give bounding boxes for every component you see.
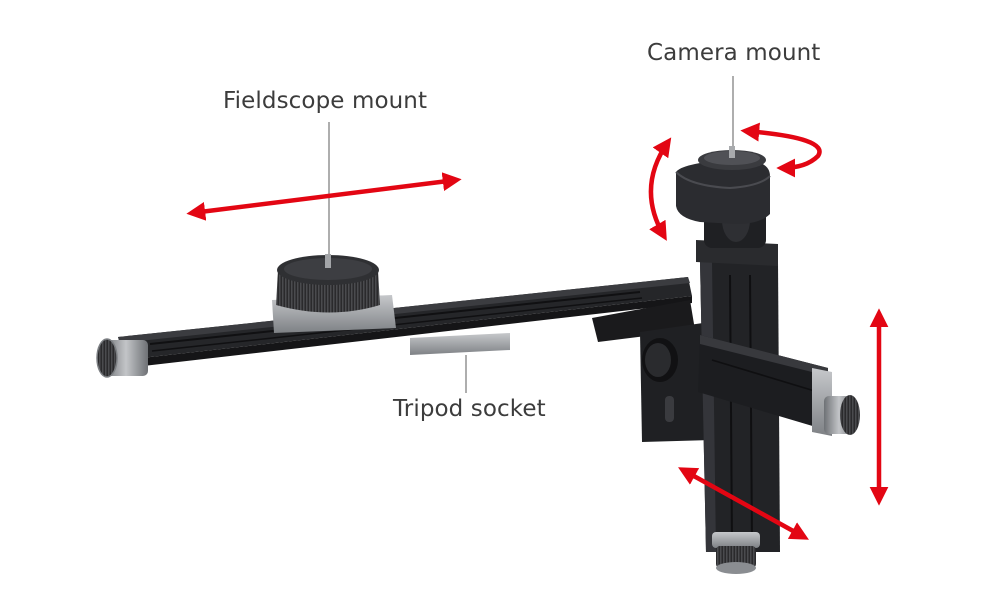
double-arrow-horizontal-icon [186,172,462,221]
vertical-rail [700,262,780,574]
horizontal-rail [118,277,692,368]
camera-mount-label: Camera mount [647,40,821,66]
curved-tilt-arrow-icon [648,137,672,241]
curved-rotate-arrow-icon [740,122,822,178]
tripod-socket-label: Tripod socket [393,396,546,422]
fieldscope-mount [272,254,396,333]
tripod-socket-plate [410,333,510,355]
camera-mount [675,146,778,266]
cross-rail [698,335,832,436]
fieldscope-mount-label: Fieldscope mount [223,88,428,114]
double-arrow-diagonal-icon [678,467,809,540]
rail-end-knob [96,338,148,378]
cross-rail-end-knob [824,395,860,435]
